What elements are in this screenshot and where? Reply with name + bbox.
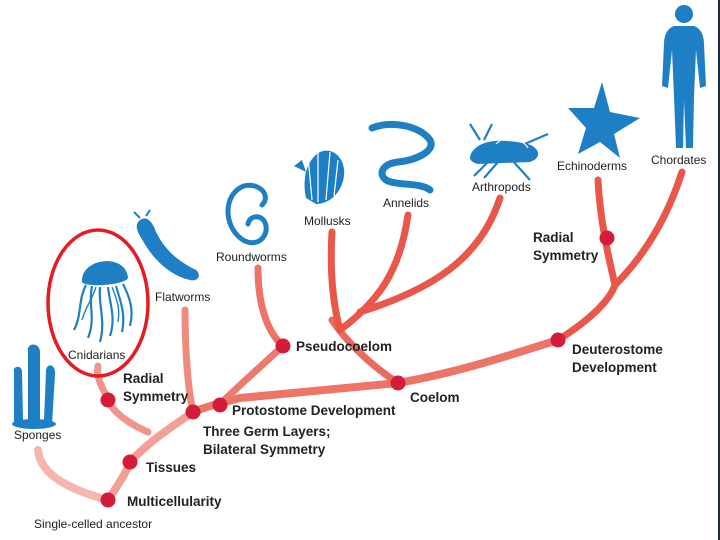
trait-nodes: [100, 230, 615, 508]
trait-label-coelom: Coelom: [410, 390, 460, 405]
cnidarian-highlight-circle: [46, 228, 150, 378]
flatworm-icon: [133, 209, 199, 281]
branch-sponges: [34, 446, 112, 504]
node-pseudocoelom: [275, 338, 291, 354]
taxon-label-echinoderms: Echinoderms: [557, 159, 628, 173]
right-edge-border: [718, 0, 720, 540]
trait-label-radial-symmetry-cnidarian: Radial Symmetry: [123, 371, 189, 404]
branch-pseudocoelom: [216, 342, 287, 408]
jellyfish-icon: [73, 261, 133, 343]
branch-deuterostome: [554, 281, 619, 344]
node-radial-symmetry-cnidarian: [100, 392, 116, 408]
trait-label-radial-symmetry-echinoderm: Radial Symmetry: [533, 230, 599, 263]
earthworm-icon: [368, 120, 435, 194]
branch-roundworms: [254, 264, 287, 350]
branch-arthropods: [356, 194, 504, 316]
node-protostome: [212, 397, 228, 413]
node-coelom: [390, 375, 406, 391]
trait-label-multicellularity: Multicellularity: [127, 494, 222, 509]
trait-label-germ-layers: Three Germ Layers; Bilateral Symmetry: [203, 424, 331, 457]
node-radial-symmetry-echinoderm: [599, 230, 615, 246]
tree-branches: [34, 168, 686, 504]
node-multicellularity: [100, 492, 116, 508]
starfish-icon: [568, 82, 640, 158]
taxon-label-mollusks: Mollusks: [304, 214, 351, 228]
shell-icon: [294, 150, 345, 204]
trait-label-deuterostome: Deuterostome Development: [572, 342, 663, 375]
taxon-label-flatworms: Flatworms: [155, 290, 211, 304]
taxon-label-chordates: Chordates: [651, 153, 707, 167]
taxon-label-annelids: Annelids: [383, 196, 430, 210]
human-icon: [662, 5, 706, 148]
sponge-icon: [12, 344, 56, 429]
taxon-label-cnidarians: Cnidarians: [68, 348, 126, 362]
node-deuterostome: [550, 332, 566, 348]
roundworm-icon: [225, 182, 269, 246]
grasshopper-icon: [469, 123, 549, 181]
node-tissues: [122, 454, 138, 470]
branch-annelids: [336, 211, 412, 334]
branch-trunk-lower: [104, 408, 197, 504]
trait-label-pseudocoelom: Pseudocoelom: [296, 339, 393, 354]
branch-mollusks: [327, 228, 344, 334]
taxon-label-sponges: Sponges: [14, 428, 62, 442]
ancestor-label: Single-celled ancestor: [34, 517, 153, 531]
taxon-label-arthropods: Arthropods: [472, 180, 531, 194]
trait-label-protostome: Protostome Development: [232, 403, 396, 418]
node-germ-layers: [185, 404, 201, 420]
branch-flatworms: [181, 306, 197, 416]
taxon-label-roundworms: Roundworms: [216, 250, 287, 264]
branch-chordates: [611, 168, 686, 289]
trait-label-tissues: Tissues: [146, 460, 197, 475]
